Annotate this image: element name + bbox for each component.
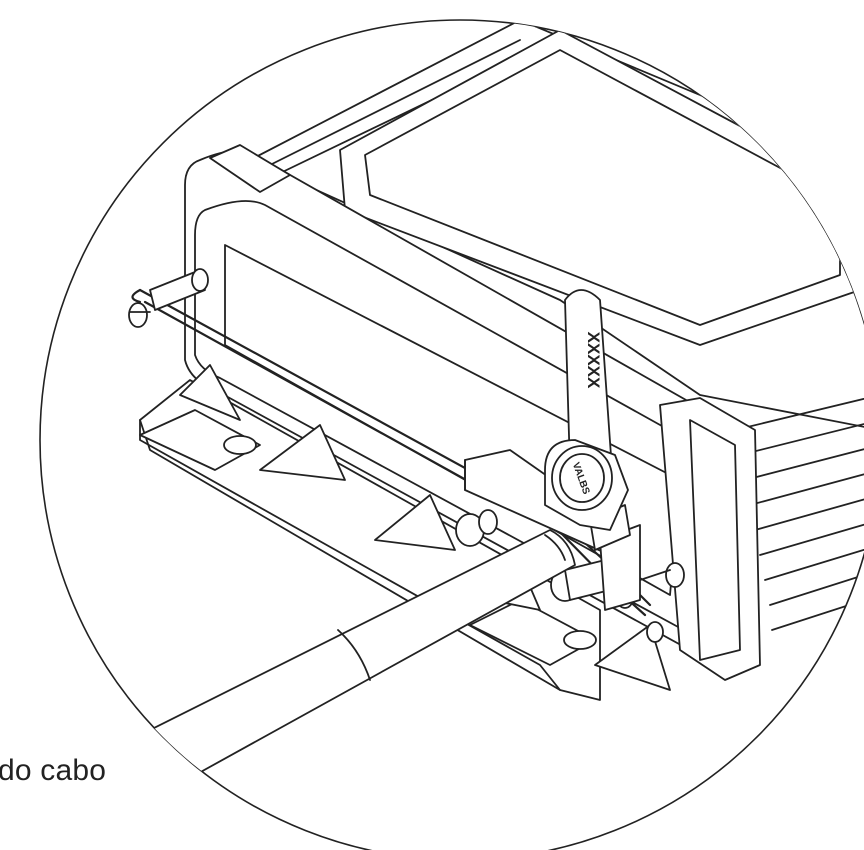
- screw-top-left: [128, 268, 209, 328]
- mount-slot-left: [223, 435, 257, 455]
- mount-slot-right: [563, 630, 597, 650]
- cable-caption: do cabo: [0, 754, 107, 787]
- seal-tag-marking: XXXXX: [584, 332, 603, 389]
- cable: [119, 529, 576, 801]
- meter-body: [249, 20, 864, 631]
- screw-mid: [455, 509, 498, 547]
- side-ribs: [734, 394, 864, 631]
- seal-tag: [544, 289, 629, 531]
